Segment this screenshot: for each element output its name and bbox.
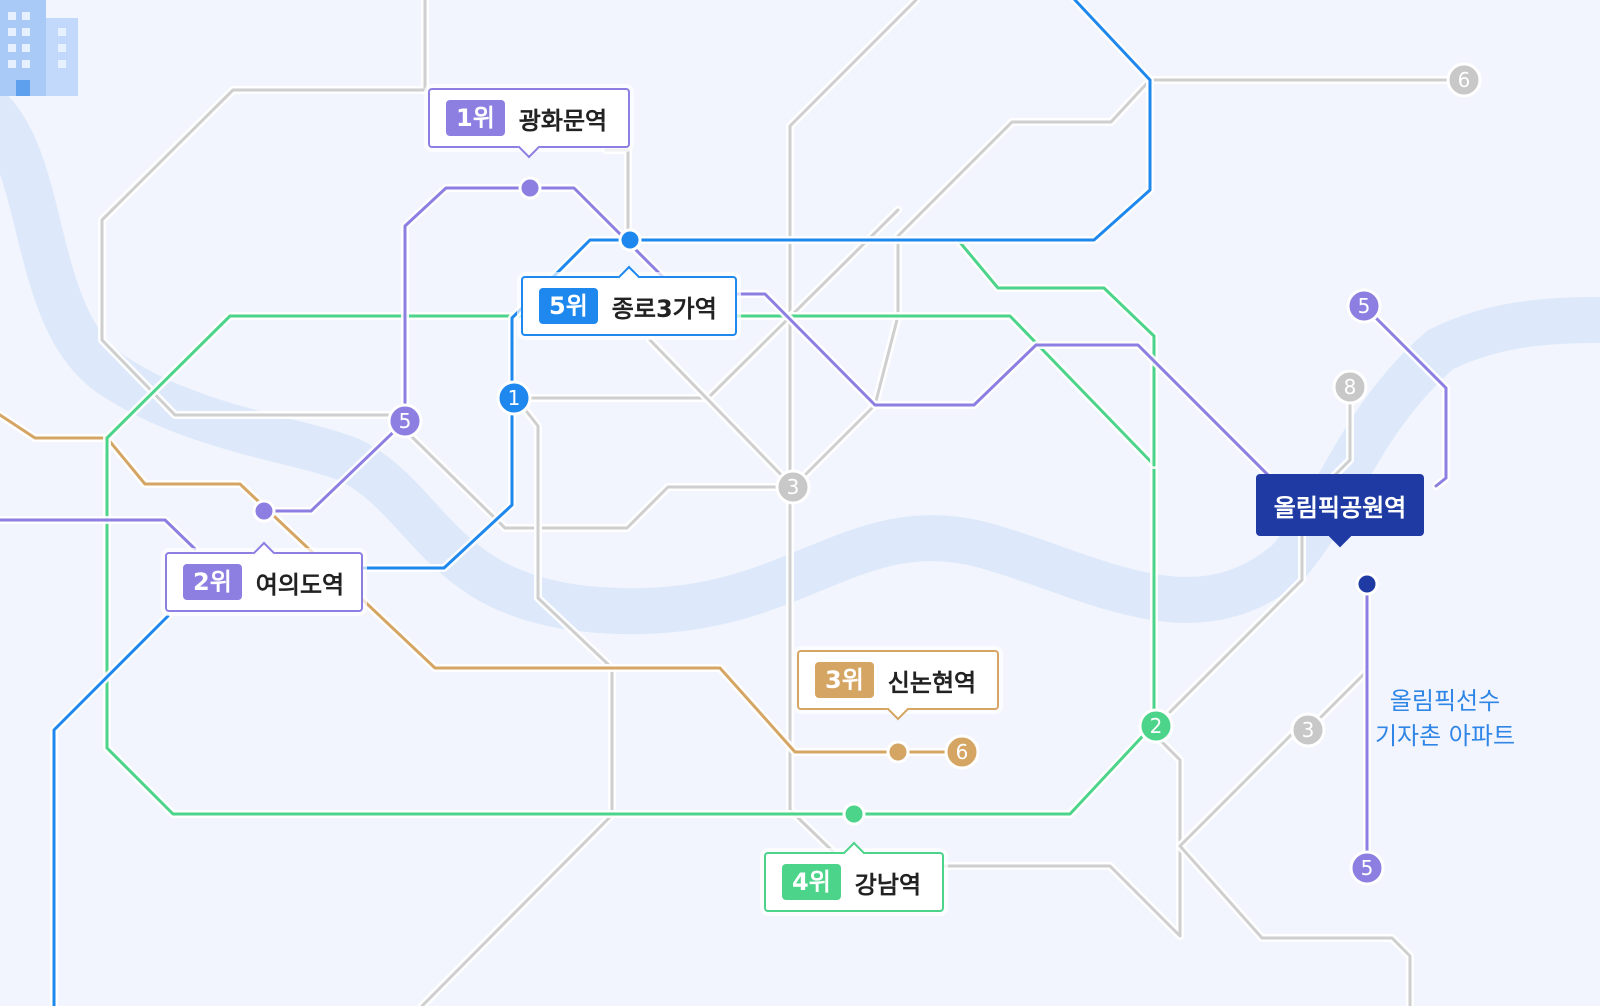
station-name: 종로3가역 bbox=[611, 294, 717, 323]
line-badge-5: 5 bbox=[1346, 288, 1382, 324]
destination-olympic-park[interactable]: 올림픽공원역 bbox=[1256, 474, 1424, 536]
line1 bbox=[50, 0, 1154, 1006]
callout-gangnam[interactable]: 4위 강남역 bbox=[764, 852, 944, 912]
line-badge-5: 5 bbox=[387, 403, 423, 439]
apartment-label-line1: 올림픽선수 bbox=[1389, 687, 1501, 715]
station-dots bbox=[252, 176, 1379, 826]
building-icon bbox=[0, 0, 78, 96]
line-badge-1: 1 bbox=[496, 380, 532, 416]
line-badge-6: 6 bbox=[944, 734, 980, 770]
station-dot-jongno3ga[interactable] bbox=[618, 228, 642, 252]
station-dot-sinnonhyeon[interactable] bbox=[886, 740, 910, 764]
callout-yeouido[interactable]: 2위 여의도역 bbox=[165, 552, 363, 612]
svg-text:1: 1 bbox=[508, 386, 521, 410]
rank-badge: 4위 bbox=[782, 864, 841, 900]
line-badges: 1 2 3 3 5 5 5 bbox=[387, 62, 1482, 886]
station-dot-yeouido[interactable] bbox=[252, 499, 276, 523]
station-dot-olympic-park[interactable] bbox=[1355, 572, 1379, 596]
line-badge-3: 3 bbox=[1290, 712, 1326, 748]
destination-label: 올림픽공원역 bbox=[1273, 493, 1407, 522]
svg-text:2: 2 bbox=[1150, 714, 1163, 738]
svg-text:3: 3 bbox=[787, 475, 800, 499]
svg-text:5: 5 bbox=[1361, 856, 1374, 880]
svg-text:6: 6 bbox=[956, 740, 969, 764]
callout-sinnonhyeon[interactable]: 3위 신논현역 bbox=[797, 650, 999, 710]
svg-text:6: 6 bbox=[1458, 68, 1471, 92]
station-name: 강남역 bbox=[854, 870, 922, 899]
line6 bbox=[0, 411, 964, 756]
station-name: 여의도역 bbox=[255, 570, 345, 599]
rank-badge: 2위 bbox=[183, 564, 242, 600]
line-badge-6: 6 bbox=[1446, 62, 1482, 98]
station-name: 신논현역 bbox=[887, 668, 977, 697]
rank-badge: 3위 bbox=[815, 662, 874, 698]
station-dot-gangnam[interactable] bbox=[842, 802, 866, 826]
han-river bbox=[0, 89, 1600, 635]
svg-text:5: 5 bbox=[399, 409, 412, 433]
svg-text:8: 8 bbox=[1344, 375, 1357, 399]
svg-text:5: 5 bbox=[1358, 294, 1371, 318]
line-badge-2: 2 bbox=[1138, 708, 1174, 744]
line5 bbox=[0, 184, 1450, 872]
rank-badge: 1위 bbox=[446, 100, 505, 136]
callout-jongno3ga[interactable]: 5위 종로3가역 bbox=[521, 276, 737, 336]
station-name: 광화문역 bbox=[518, 106, 608, 135]
line-badge-3: 3 bbox=[775, 469, 811, 505]
rank-badge: 5위 bbox=[539, 288, 598, 324]
line-badge-5: 5 bbox=[1349, 850, 1385, 886]
svg-text:3: 3 bbox=[1302, 718, 1315, 742]
line-badge-8: 8 bbox=[1332, 369, 1368, 405]
station-dot-gwanghwamun[interactable] bbox=[518, 176, 542, 200]
apartment-label-line2: 기자촌 아파트 bbox=[1374, 722, 1516, 750]
apartment-label: 올림픽선수 기자촌 아파트 bbox=[1355, 684, 1535, 754]
callout-gwanghwamun[interactable]: 1위 광화문역 bbox=[428, 88, 630, 148]
